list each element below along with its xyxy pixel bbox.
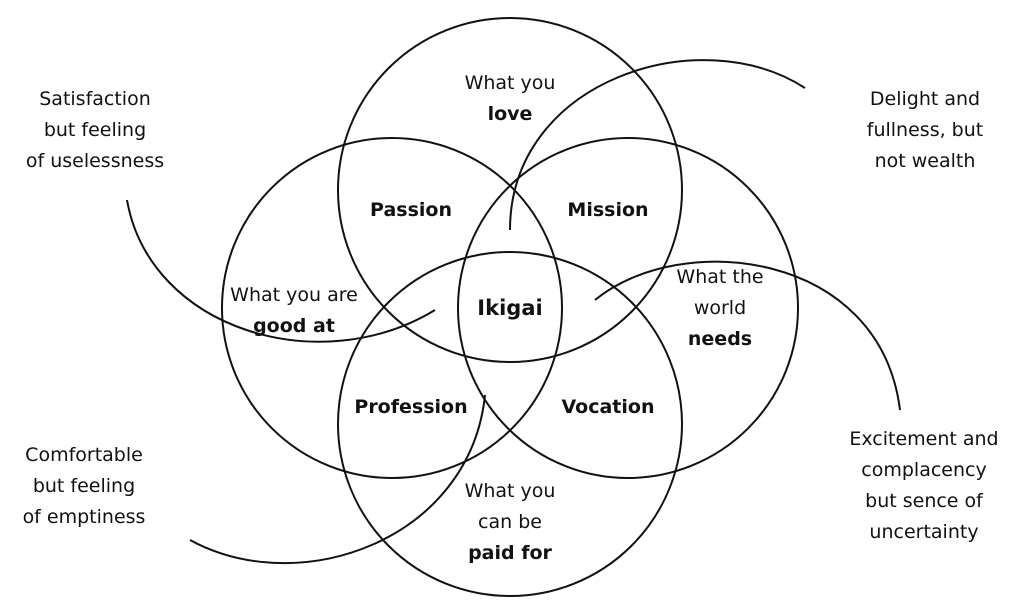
note-bottom-right: Excitement and complacency but sence of … bbox=[849, 424, 998, 548]
arc-bottom-left bbox=[189, 394, 486, 565]
arc-right bbox=[594, 260, 901, 411]
label-line-bold: love bbox=[487, 103, 533, 125]
note-bottom-left: Comfortable but feeling of emptiness bbox=[23, 440, 146, 533]
note-line: Satisfaction bbox=[39, 88, 151, 110]
label-mission: Mission bbox=[567, 199, 649, 221]
label-line: world bbox=[693, 297, 747, 319]
label-line-bold: paid for bbox=[468, 542, 552, 564]
arc-top-left bbox=[126, 199, 436, 343]
note-line: Excitement and bbox=[849, 428, 999, 450]
circle-world-needs bbox=[457, 137, 799, 479]
note-line: but feeling bbox=[32, 475, 136, 497]
note-line: fullness, but bbox=[866, 119, 984, 141]
circle-good-at bbox=[221, 137, 563, 479]
label-passion: Passion bbox=[370, 199, 452, 221]
circle-label-world-needs: What the world needs bbox=[676, 262, 763, 355]
label-profession: Profession bbox=[354, 396, 468, 418]
label-ikigai: Ikigai bbox=[477, 296, 543, 320]
note-line: of uselessness bbox=[25, 150, 165, 172]
note-line: but feeling bbox=[43, 119, 147, 141]
label-line: can be bbox=[478, 511, 542, 533]
circle-love bbox=[337, 17, 683, 363]
circle-paid-for bbox=[337, 251, 683, 597]
note-top-right: Delight and fullness, but not wealth bbox=[867, 84, 983, 177]
circle-label-love: What you love bbox=[465, 68, 556, 130]
arc-top-right bbox=[509, 59, 806, 231]
circle-label-paid-for: What you can be paid for bbox=[465, 476, 556, 569]
note-line: Comfortable bbox=[25, 444, 143, 466]
label-line: What you bbox=[464, 72, 556, 94]
note-top-left: Satisfaction but feeling of uselessness bbox=[26, 84, 164, 177]
circle-label-good-at: What you are good at bbox=[230, 280, 358, 342]
note-line: Delight and bbox=[869, 88, 981, 110]
note-line: complacency bbox=[861, 459, 987, 481]
note-line: of emptiness bbox=[22, 506, 146, 528]
label-line-bold: needs bbox=[687, 328, 753, 350]
label-line: What you bbox=[464, 480, 556, 502]
label-line: What the bbox=[676, 266, 764, 288]
label-vocation: Vocation bbox=[561, 396, 655, 418]
label-line: What you are bbox=[230, 284, 358, 306]
note-line: not wealth bbox=[874, 150, 976, 172]
note-line: but sence of bbox=[865, 490, 983, 512]
note-line: uncertainty bbox=[869, 521, 979, 543]
label-line-bold: good at bbox=[253, 315, 335, 337]
